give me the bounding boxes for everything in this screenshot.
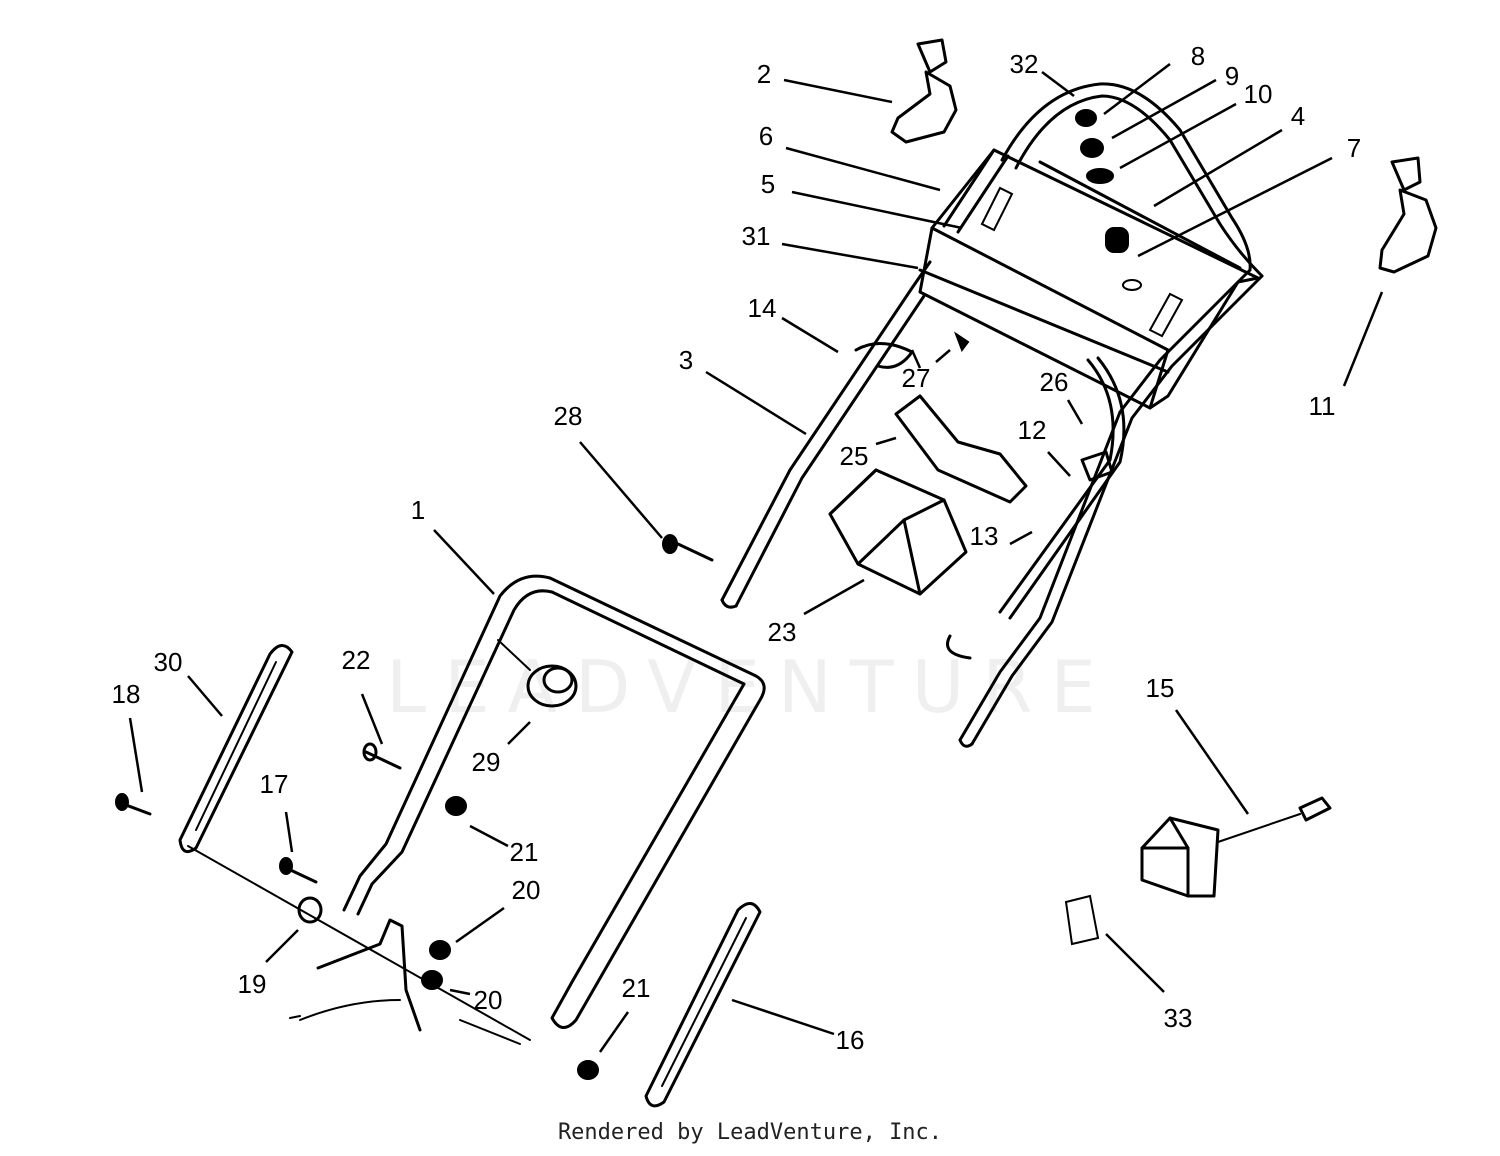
upper-handle-frame	[720, 82, 1264, 748]
callout-12: 12	[1018, 415, 1047, 445]
callout-18: 18	[112, 679, 141, 709]
callout-1: 1	[411, 495, 425, 525]
callout-23: 23	[768, 617, 797, 647]
nuts	[421, 796, 599, 1080]
callout-33: 33	[1164, 1003, 1193, 1033]
key-switch	[1075, 109, 1129, 253]
callout-7: 7	[1347, 133, 1361, 163]
callout-6: 6	[759, 121, 773, 151]
callout-9: 9	[1225, 61, 1239, 91]
callout-10: 10	[1244, 79, 1273, 109]
callout-27: 27	[902, 363, 931, 393]
callout-32: 32	[1010, 49, 1039, 79]
callout-labels: 1 2 3 4 5 6 7 8 9 10 11 12 13 14 15 16 1…	[112, 41, 1362, 1055]
callout-3: 3	[679, 345, 693, 375]
footer-credit: Rendered by LeadVenture, Inc.	[557, 1120, 943, 1145]
ignition-switch	[1140, 796, 1332, 898]
throttle-lever-left	[890, 38, 958, 144]
strap-16	[644, 902, 762, 1108]
callout-29: 29	[472, 747, 501, 777]
callout-19: 19	[238, 969, 267, 999]
callout-14: 14	[748, 293, 777, 323]
callout-20b: 20	[474, 985, 503, 1015]
callout-16: 16	[836, 1025, 865, 1055]
clip-lower	[946, 634, 972, 660]
control-cable	[998, 356, 1126, 620]
lower-handle	[342, 574, 766, 1029]
control-panel	[918, 148, 1260, 410]
callout-22: 22	[342, 645, 371, 675]
callout-11: 11	[1309, 391, 1336, 421]
deck-bracket	[289, 918, 521, 1045]
bolts	[115, 742, 402, 884]
callout-17: 17	[260, 769, 289, 799]
callout-20a: 20	[512, 875, 541, 905]
leader-lines	[128, 63, 1384, 1053]
callout-21a: 21	[510, 837, 539, 867]
screw-27	[953, 331, 970, 353]
bolt-28	[662, 534, 714, 562]
callout-26: 26	[1040, 367, 1069, 397]
battery	[828, 468, 968, 596]
strap-30	[178, 644, 294, 854]
throttle-lever-right	[1378, 156, 1438, 274]
battery-bracket	[894, 394, 1028, 504]
callout-25: 25	[840, 441, 869, 471]
decal-33	[1064, 894, 1100, 946]
callout-8: 8	[1191, 41, 1205, 71]
callout-5: 5	[761, 169, 775, 199]
callout-4: 4	[1291, 101, 1305, 131]
callout-15: 15	[1146, 673, 1175, 703]
callout-30: 30	[154, 647, 183, 677]
callout-28: 28	[554, 401, 583, 431]
callout-2: 2	[757, 59, 771, 89]
knob-29	[497, 639, 578, 708]
callout-13: 13	[970, 521, 999, 551]
pivot-line	[187, 845, 531, 1041]
callout-31: 31	[742, 221, 771, 251]
callout-21b: 21	[622, 973, 651, 1003]
